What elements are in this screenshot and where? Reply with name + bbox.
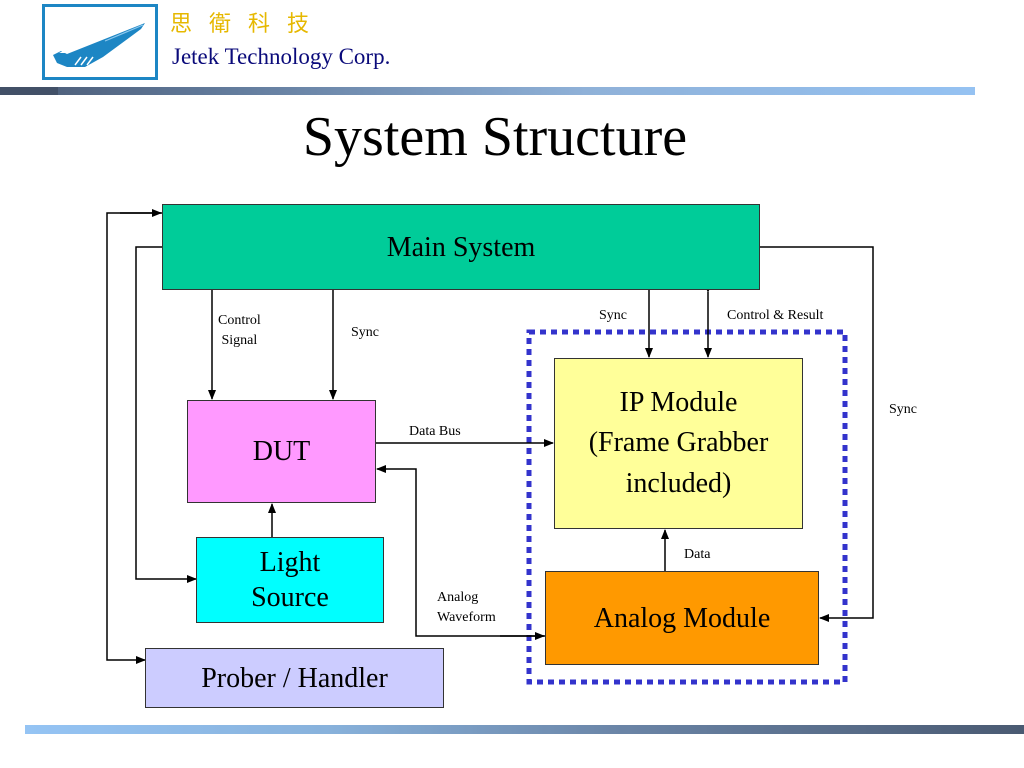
ip-module-label-line1: IP Module xyxy=(619,386,738,418)
company-name-chinese: 思 衛 科 技 xyxy=(170,12,314,37)
main-system-block: Main System xyxy=(162,204,760,290)
control-signal-label-line2: Signal xyxy=(221,332,258,348)
main-system-label: Main System xyxy=(386,231,536,263)
light-source-label-line1: Light xyxy=(259,547,321,578)
prober-handler-block: Prober / Handler xyxy=(145,648,444,708)
analog-module-block: Analog Module xyxy=(545,571,819,665)
wire-main-to-light-source xyxy=(135,246,197,583)
wire-main-to-prober xyxy=(106,212,162,664)
module-group-dashed-border xyxy=(526,329,848,685)
wire-analog-waveform xyxy=(376,465,545,637)
header-divider-bar xyxy=(0,87,975,95)
dut-block: DUT xyxy=(187,400,376,503)
jet-airplane-logo-icon xyxy=(53,23,145,67)
control-signal-label: Control Signal xyxy=(218,311,261,350)
data-bus-label: Data Bus xyxy=(409,424,461,439)
sync-ip-label: Sync xyxy=(599,308,627,323)
slide-title: System Structure xyxy=(302,106,688,168)
control-signal-label-line1: Control xyxy=(218,313,261,328)
analog-waveform-label-line2: Waveform xyxy=(437,609,496,625)
analog-waveform-label-line1: Analog xyxy=(437,590,479,605)
analog-waveform-label: Analog Waveform xyxy=(437,588,496,627)
light-source-block: Light Source xyxy=(196,537,384,623)
control-result-label: Control & Result xyxy=(727,308,824,323)
data-label: Data xyxy=(684,547,711,562)
sync-analog-label: Sync xyxy=(889,402,917,417)
ip-module-label-line2: (Frame Grabber xyxy=(588,427,769,459)
ip-module-label-line3: included) xyxy=(625,467,732,499)
sync-dut-label: Sync xyxy=(351,325,379,340)
company-logo xyxy=(42,4,158,80)
prober-handler-label: Prober / Handler xyxy=(201,662,388,694)
company-name-english: Jetek Technology Corp. xyxy=(172,44,391,69)
footer-divider-bar xyxy=(25,725,1024,734)
analog-module-label: Analog Module xyxy=(593,602,771,634)
light-source-label-line2: Source xyxy=(251,582,329,613)
wire-sync-analog xyxy=(760,246,874,622)
header-divider-accent xyxy=(0,87,58,95)
ip-module-block: IP Module (Frame Grabber included) xyxy=(554,358,803,529)
dut-label: DUT xyxy=(252,436,311,467)
